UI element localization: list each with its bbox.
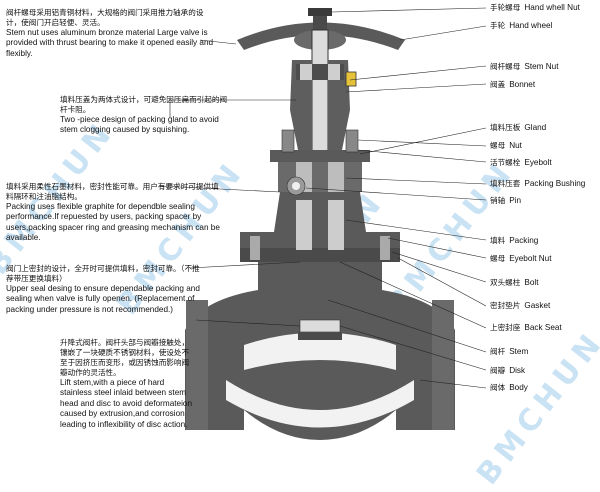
callout-cn: 填料压板 [490, 123, 521, 132]
note-cn: 阀门上密封的设计，全开时可提供填料，密封可靠。（不推荐带压更换填料） [6, 264, 200, 283]
callout-cn: 阀盖 [490, 80, 506, 89]
callout-en: Stem Nut [524, 62, 559, 71]
callout-en: Stem [509, 347, 529, 356]
callout-cn: 阀瓣 [490, 366, 506, 375]
note-cn: 阀杆螺母采用铝青铜材料，大规格的阀门采用推力轴承的设计，使阀门开启轻便、灵活。 [6, 8, 204, 27]
callout-cn: 填料压套 [490, 179, 521, 188]
callout-en: Eyebolt [524, 158, 552, 167]
callout-en: Back Seat [524, 323, 562, 332]
callout-cn: 密封垫片 [490, 301, 521, 310]
callout-en: Hand whell Nut [524, 3, 580, 12]
callout-cn: 销轴 [490, 196, 506, 205]
bonnet-icon [290, 60, 350, 160]
gland-icon [270, 129, 370, 192]
note-packing: 填料采用柔性石墨材料，密封性能可靠。用户有要求时可提供填料隔环和注油脂结构。 P… [6, 182, 226, 244]
callout-cn: 双头螺柱 [490, 278, 521, 287]
note-en: Packing uses flexible graphite for depen… [6, 202, 220, 243]
leader-lines [159, 7, 487, 389]
bonnet-body-icon [240, 176, 400, 262]
note-cn: 升降式阀杆。阀杆头部与阀瓣接触处，镶嵌了一块硬质不锈钢材料，使设处不至于因挤压而… [60, 338, 190, 377]
callout-cn: 阀杆 [490, 347, 506, 356]
callout-cn: 阀杆螺母 [490, 62, 521, 71]
note-en: Two -piece design of packing gland to av… [60, 115, 219, 135]
callout-cn: 手轮 [490, 21, 506, 30]
callout-cn: 活节螺栓 [490, 158, 521, 167]
callout-cn: 螺母 [490, 141, 506, 150]
note-en: Upper seal desing to ensure dependable p… [6, 284, 200, 314]
callout-en: Bonnet [509, 80, 536, 89]
note-cn: 填料压盖为两体式设计，可避免因压扁而引起的阀杆卡阻。 [60, 95, 228, 114]
note-stem-nut: 阀杆螺母采用铝青铜材料，大规格的阀门采用推力轴承的设计，使阀门开启轻便、灵活。 … [6, 8, 218, 59]
callout-en: Packing [509, 236, 539, 245]
gate-valve-diagram [159, 7, 487, 440]
note-en: Stem nut uses aluminum bronze material L… [6, 28, 214, 58]
callout-en: Pin [509, 196, 522, 205]
body-icon [185, 262, 455, 440]
callout-en: Gland [524, 123, 547, 132]
note-gland: 填料压盖为两体式设计，可避免因压扁而引起的阀杆卡阻。 Two -piece de… [60, 95, 230, 136]
callout-cn: 上密封座 [490, 323, 521, 332]
stem-nut-icon [345, 71, 357, 87]
callout-cn: 螺母 [490, 254, 506, 263]
callout-en: Bolt [524, 278, 539, 287]
callout-en: Body [509, 383, 528, 392]
callout-en: Gasket [524, 301, 551, 310]
callout-en: Disk [509, 366, 526, 375]
note-upper-seal: 阀门上密封的设计，全开时可提供填料，密封可靠。（不推荐带压更换填料） Upper… [6, 264, 202, 315]
callout-cn: 填料 [490, 236, 506, 245]
note-en: Lift stem,with a piece of hard stainless… [60, 378, 192, 429]
callout-en: Eyebolt Nut [509, 254, 552, 263]
callout-cn: 手轮螺母 [490, 3, 521, 12]
note-lift-stem: 升降式阀杆。阀杆头部与阀瓣接触处，镶嵌了一块硬质不锈钢材料，使设处不至于因挤压而… [60, 338, 194, 430]
callout-en: Hand wheel [509, 21, 553, 30]
callout-cn: 阀体 [490, 383, 506, 392]
note-cn: 填料采用柔性石墨材料，密封性能可靠。用户有要求时可提供填料隔环和注油脂结构。 [6, 182, 219, 201]
callout-en: Packing Bushing [524, 179, 586, 188]
callout-en: Nut [509, 141, 522, 150]
